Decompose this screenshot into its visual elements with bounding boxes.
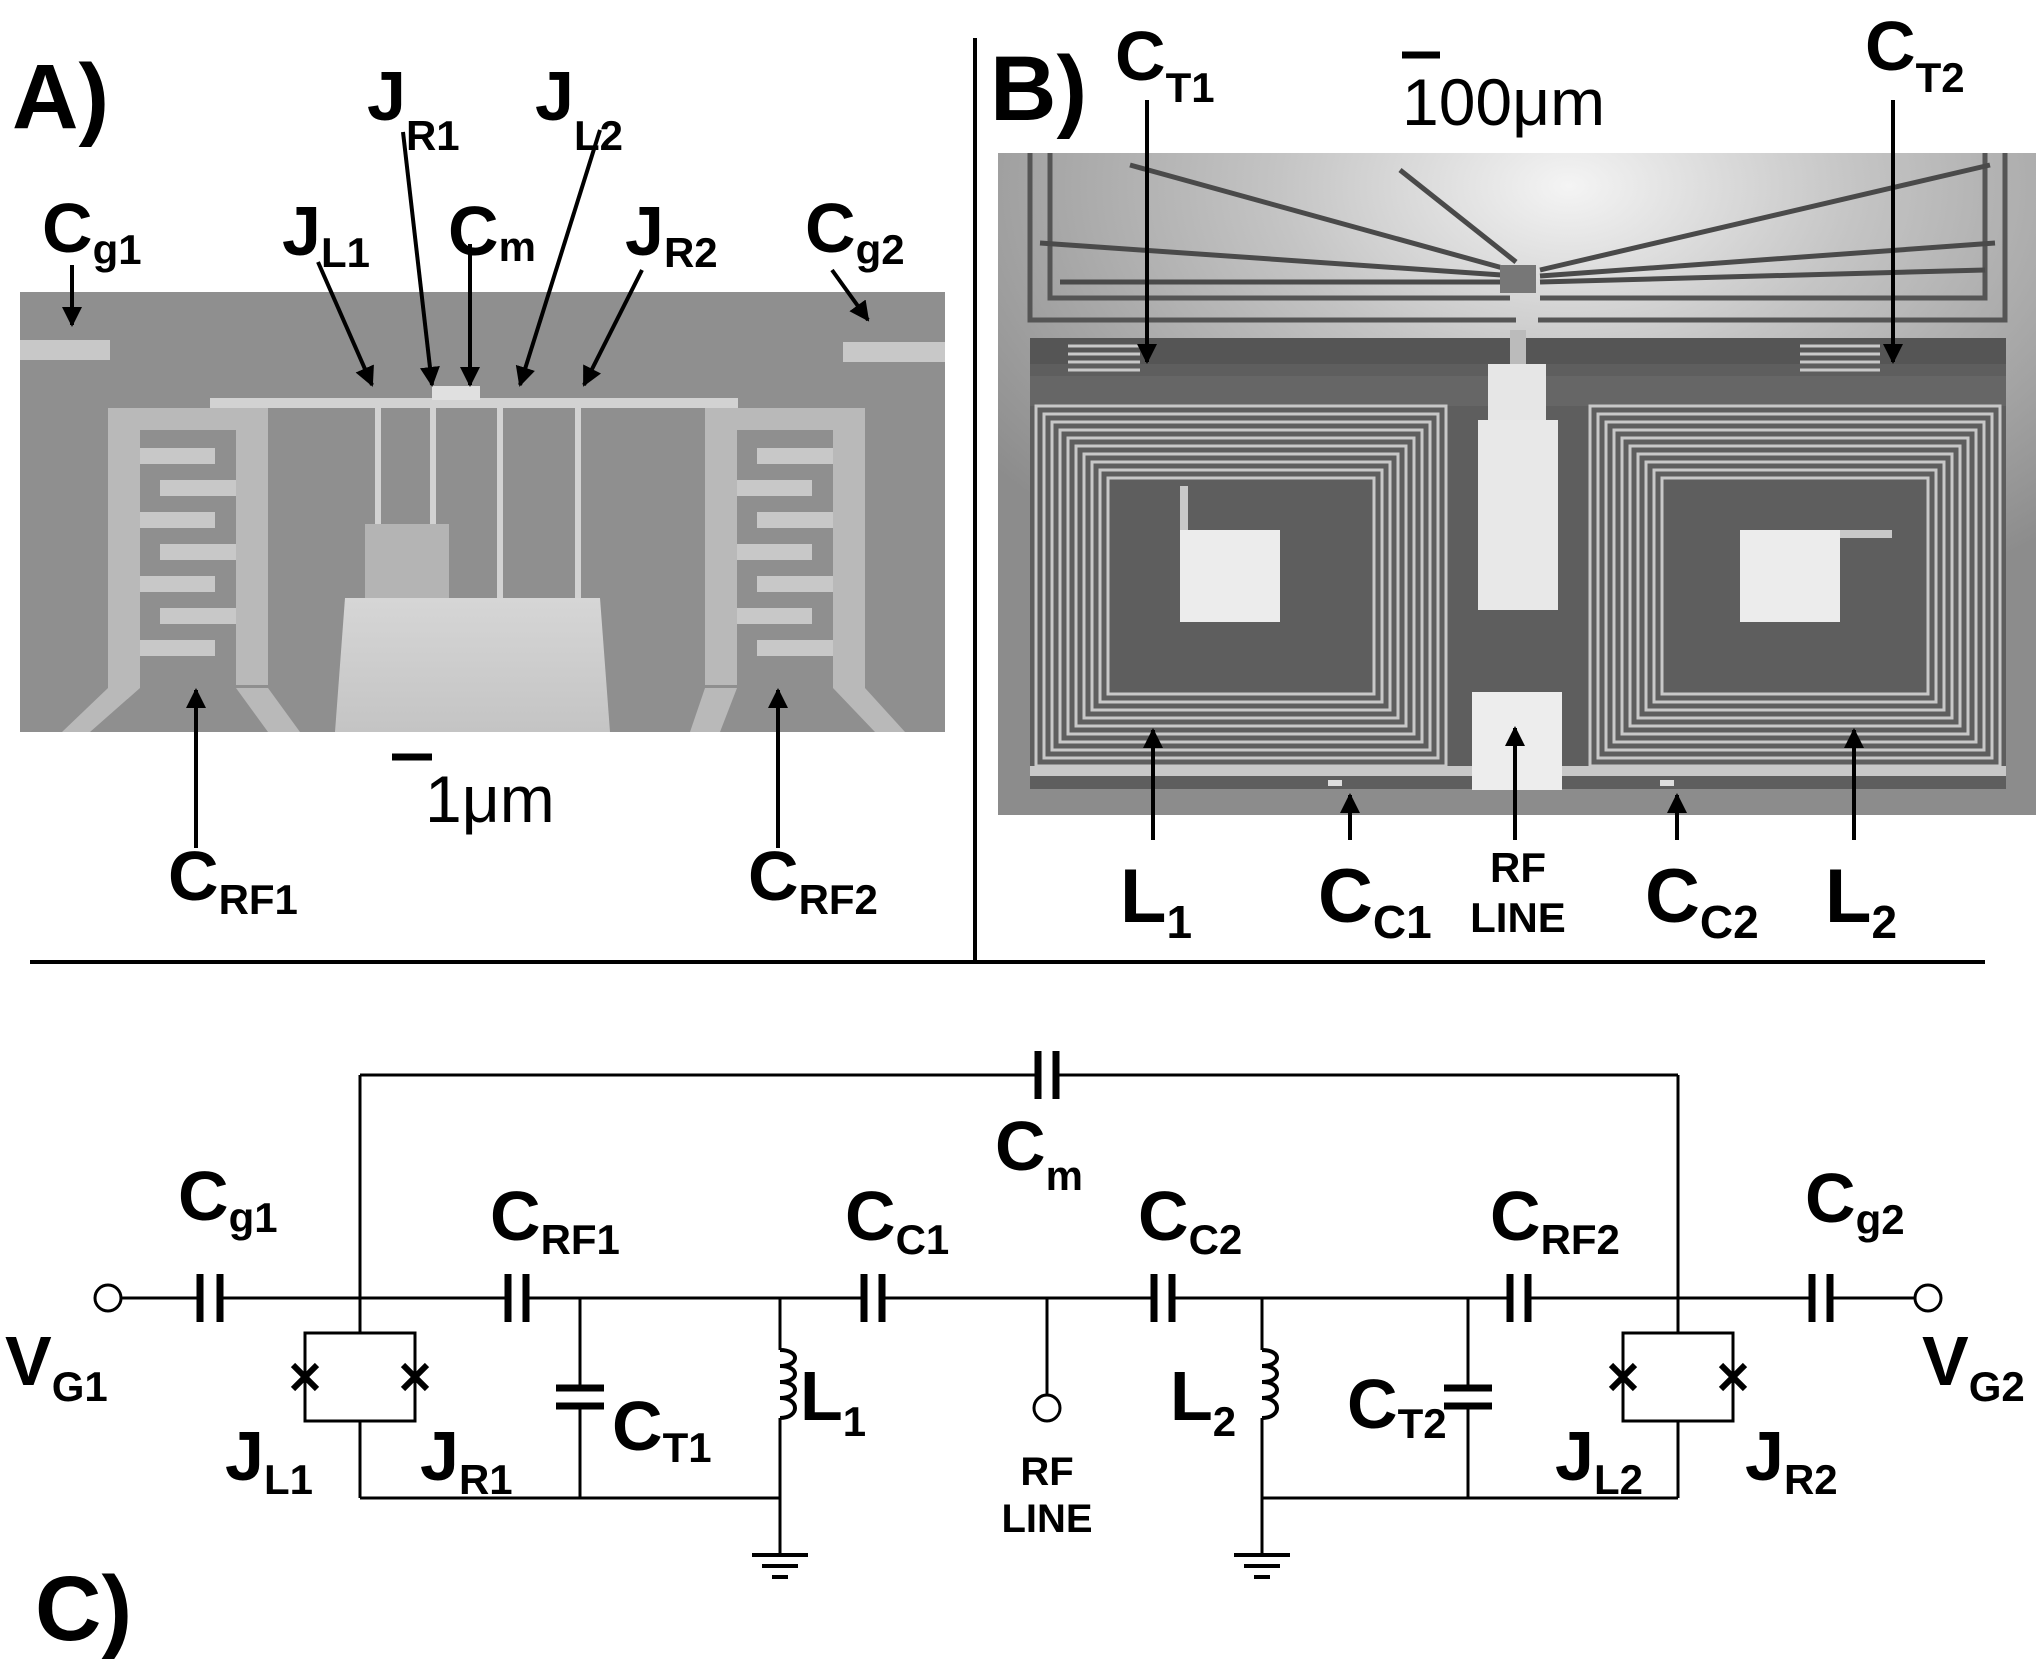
circuit-label-l1: L1 [800, 1357, 866, 1445]
arrows-a [62, 129, 870, 848]
sem-image-a [20, 292, 945, 732]
circuit-label-crf2: CRF2 [1490, 1177, 1620, 1263]
circuit-label-cg2: Cg2 [1805, 1159, 1905, 1243]
panel-b-label: B) [990, 38, 1087, 140]
circuit-label-rf-1: RF [1020, 1450, 1073, 1494]
sem-a-label-jl2: JL2 [535, 57, 623, 159]
sem-a-label-cm: Cm [448, 192, 536, 270]
sem-b-label-rf-1: RF [1490, 844, 1546, 891]
panel-dividers [30, 38, 1985, 964]
circuit-label-cc2: CC2 [1138, 1177, 1242, 1263]
circuit-label-cm: Cm [995, 1107, 1083, 1199]
panel-c: C) [5, 1051, 2025, 1660]
panel-a-label: A) [12, 46, 109, 148]
circuit-label-cg1: Cg1 [178, 1157, 278, 1241]
sem-b-label-ct2: CT2 [1865, 7, 1965, 101]
circuit-label-rf-2: LINE [1001, 1497, 1092, 1541]
circuit-label-cc1: CC1 [845, 1177, 949, 1263]
sem-a-label-jl1: JL1 [282, 192, 370, 276]
sem-b-label-rf-2: LINE [1470, 894, 1566, 941]
scale-b-text: 100μm [1402, 65, 1605, 139]
panel-a: A) [12, 46, 945, 923]
circuit-label-jl2: JL2 [1555, 1417, 1643, 1503]
circuit-capacitors [196, 1051, 1834, 1410]
sem-a-crf2-structure [690, 408, 905, 732]
circuit-grounds [752, 1553, 1290, 1579]
sem-a-crf1-structure [62, 408, 300, 732]
circuit-junctions [290, 1362, 1748, 1392]
circuit-label-vg2: VG2 [1922, 1322, 2025, 1410]
sem-a-label-crf1: CRF1 [168, 837, 298, 923]
sem-a-label-cg1: Cg1 [42, 189, 142, 273]
circuit-terminals [93, 1283, 1943, 1423]
panel-c-label: C) [35, 1558, 132, 1660]
scale-a-text: 1μm [425, 762, 555, 836]
circuit-label-crf1: CRF1 [490, 1177, 620, 1263]
sem-a-label-cg2: Cg2 [805, 189, 905, 273]
circuit-label-ct1: CT1 [612, 1387, 712, 1471]
sem-a-label-jr1: JR1 [367, 57, 460, 159]
circuit-label-jl1: JL1 [225, 1417, 313, 1503]
sem-image-b [998, 153, 2036, 815]
sem-b-label-cc2: CC2 [1645, 854, 1759, 948]
sem-b-l1-structure [1034, 404, 1448, 768]
sem-b-label-l2: L2 [1825, 854, 1897, 948]
circuit-inductors [779, 1348, 1279, 1420]
panel-b: B) 100μm [990, 7, 2036, 948]
arrows-b [1137, 100, 1903, 840]
circuit-label-ct2: CT2 [1347, 1365, 1447, 1447]
sem-b-label-ct1: CT1 [1115, 17, 1215, 111]
circuit-label-vg1: VG1 [5, 1322, 108, 1410]
circuit-label-l2: L2 [1170, 1357, 1236, 1445]
sem-b-label-cc1: CC1 [1318, 854, 1432, 948]
sem-a-label-jr2: JR2 [625, 192, 718, 276]
circuit-label-jr1: JR1 [420, 1417, 513, 1503]
sem-b-label-l1: L1 [1120, 854, 1192, 948]
circuit-label-jr2: JR2 [1745, 1417, 1838, 1503]
sem-a-label-crf2: CRF2 [748, 837, 878, 923]
